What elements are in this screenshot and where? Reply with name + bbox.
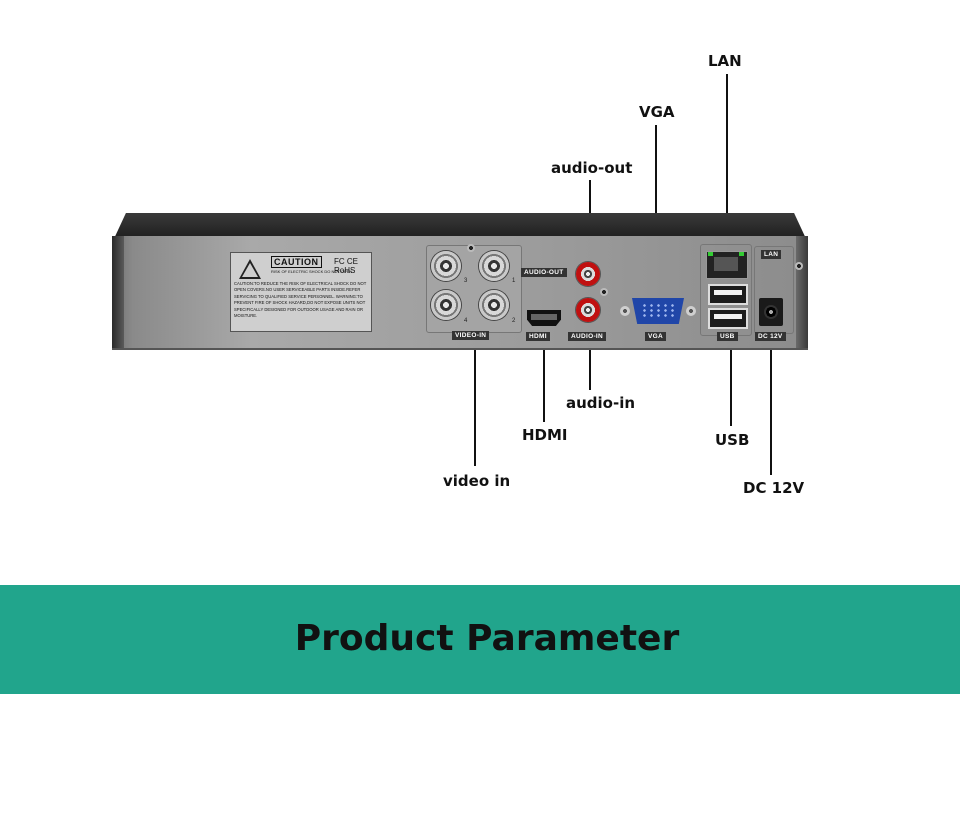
callout-lan: LAN: [708, 52, 742, 70]
dc-label: DC 12V: [755, 332, 786, 341]
vga-screw-left: [620, 306, 630, 316]
hdmi-label: HDMI: [526, 332, 550, 341]
leader-line-dc: [770, 315, 772, 475]
callout-audio-in: audio-in: [566, 394, 636, 412]
screw-hole: [467, 244, 475, 252]
leader-line-hdmi: [543, 318, 545, 422]
caution-label: CAUTION RISK OF ELECTRIC SHOCK DO NOT OP…: [230, 252, 372, 332]
callout-vga: VGA: [639, 103, 675, 121]
channel-number-3: 3: [464, 278, 468, 284]
channel-number-2: 2: [512, 318, 516, 324]
screw-hole: [600, 288, 608, 296]
leader-line-usb: [730, 320, 732, 426]
dvr-left-edge: [112, 236, 124, 348]
banner-title: Product Parameter: [294, 618, 680, 659]
caution-subtitle: RISK OF ELECTRIC SHOCK DO NOT OPEN: [271, 269, 353, 274]
callout-dc-12v: DC 12V: [743, 479, 805, 497]
audio-in-label: AUDIO-IN: [568, 332, 607, 341]
lan-label: LAN: [761, 250, 782, 259]
fcc-ce-mark: FC CE: [334, 257, 358, 266]
leader-line-lan: [726, 74, 728, 262]
callout-video-in: video in: [443, 472, 511, 490]
callout-hdmi: HDMI: [522, 426, 568, 444]
dvr-right-edge: [796, 236, 808, 348]
certification-marks: FC CE RoHS: [334, 257, 358, 275]
channel-number-4: 4: [464, 318, 468, 324]
bnc-connector-1[interactable]: [479, 251, 509, 281]
rohs-mark: RoHS: [334, 266, 356, 275]
dc-power-jack[interactable]: [759, 298, 783, 326]
audio-out-label: AUDIO-OUT: [521, 268, 567, 277]
bnc-connector-3[interactable]: [431, 251, 461, 281]
audio-out-jack[interactable]: [576, 262, 600, 286]
lan-led-left: [708, 252, 713, 256]
video-in-label: VIDEO-IN: [452, 331, 490, 340]
section-banner: [0, 585, 960, 694]
lan-led-right: [739, 252, 744, 256]
usb-port-2[interactable]: [708, 308, 748, 329]
callout-audio-out: audio-out: [551, 159, 633, 177]
audio-in-jack[interactable]: [576, 298, 600, 322]
leader-line-video-in: [474, 320, 476, 466]
vga-pins: [641, 303, 677, 319]
bnc-connector-4[interactable]: [431, 290, 461, 320]
hdmi-port[interactable]: [527, 310, 561, 326]
caution-title: CAUTION: [271, 256, 322, 268]
bnc-connector-2[interactable]: [479, 290, 509, 320]
warning-triangle-icon: [239, 259, 261, 279]
ground-screw: [795, 262, 803, 270]
usb-label: USB: [717, 332, 738, 341]
channel-number-1: 1: [512, 278, 516, 284]
vga-label: VGA: [645, 332, 666, 341]
caution-text: CAUTION:TO REDUCE THE RISK OF ELECTRICAL…: [234, 281, 367, 319]
usb-port-1[interactable]: [708, 284, 748, 305]
vga-screw-right: [686, 306, 696, 316]
leader-line-audio-in: [589, 310, 591, 390]
callout-usb: USB: [715, 431, 750, 449]
